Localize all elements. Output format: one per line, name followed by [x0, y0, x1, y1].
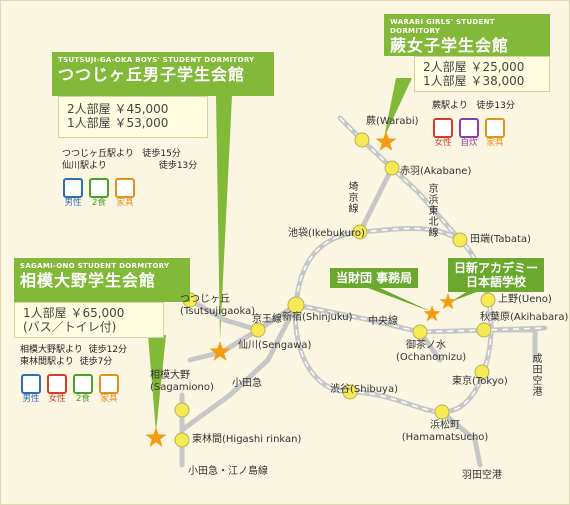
line-label-saikyo: 埼京線 [348, 182, 359, 215]
station-ikebukuro [352, 224, 368, 240]
female-icon: 女性 [432, 118, 454, 149]
line-label-odakyu-enoshima: 小田急・江ノ島線 [188, 466, 268, 477]
dorm-rooms-sagamiono: 1人部屋 ￥65,000 (バス／トイレ付) [14, 302, 164, 338]
station-label-ueno: 上野(Ueno) [498, 294, 552, 305]
airport-label-haneda: 羽田空港 [462, 470, 502, 481]
station-shinjuku [287, 296, 305, 314]
station-higashirinkan [174, 432, 190, 448]
amenity-icons-sagamiono: 男性 女性 2食 家具 [20, 374, 120, 405]
room-price: 1人部屋 ￥65,000 [23, 306, 125, 320]
meal-icon: 2食 [88, 178, 110, 209]
location-stars [145, 131, 457, 447]
line-label-keio: 京王線 [252, 314, 282, 325]
stations [174, 132, 496, 448]
dorm-rooms-tsutsujigaoka: 2人部屋 ￥45,000 1人部屋 ￥53,000 [58, 96, 208, 138]
access-warabi: 蕨駅より 徒歩13分 [432, 101, 515, 111]
station-label-tsutsujigaoka: つつじヶ丘(Tsutsujigaoka) [180, 294, 256, 317]
room-price: 1人部屋 ￥38,000 [423, 74, 525, 88]
station-akihabara [476, 322, 492, 338]
station-shibuya [342, 384, 358, 400]
female-icon: 女性 [46, 374, 68, 405]
meal-icon: 2食 [72, 374, 94, 405]
line-label-keihin: 京浜東北線 [428, 184, 439, 239]
room-price: (バス／トイレ付) [23, 320, 117, 334]
station-tabata [452, 232, 468, 248]
school-label: 日新アカデミー 日本語学校 [448, 258, 545, 292]
furniture-icon: 家具 [114, 178, 136, 209]
station-sengawa [250, 322, 266, 338]
line-haneda [439, 409, 483, 468]
station-warabi [354, 132, 370, 148]
station-label-tabata: 田端(Tabata) [470, 234, 531, 245]
callout-pointer-office [368, 288, 432, 312]
station-sagamiono [174, 402, 190, 418]
dorm-en-name-tsutsujigaoka: TSUTSUJI-GA-OKA BOYS' STUDENT DORMITORY [58, 56, 255, 64]
line-label-chuo: 中央線 [368, 316, 398, 327]
station-label-shinjuku: 新宿(Shinjuku) [282, 312, 353, 323]
station-label-ikebukuro: 池袋(Ikebukuro) [288, 228, 365, 239]
callout-pointer-tsutsujigaoka [216, 96, 232, 340]
callout-pointer-warabi [384, 78, 412, 138]
amenity-icons-warabi: 女性 自炊 家具 [432, 118, 506, 149]
star-tsutsujigaoka-dorm-icon [209, 341, 231, 361]
station-ochanomizu [412, 324, 428, 340]
airport-label-narita: 成田空港 [532, 354, 543, 398]
callout-pointer-sagamiono [148, 335, 166, 432]
line-keio [187, 302, 299, 363]
dorm-jp-name-warabi: 蕨女子学生会館 [390, 36, 510, 55]
cooking-icon: 自炊 [458, 118, 480, 149]
office-label: 当財団 事務局 [330, 268, 419, 288]
star-sagamiono-dorm-icon [145, 427, 167, 447]
station-ueno [480, 292, 496, 308]
star-warabi-dorm-icon [375, 131, 397, 151]
room-price: 2人部屋 ￥25,000 [423, 60, 525, 74]
line-saikyo [357, 165, 395, 235]
furniture-icon: 家具 [98, 374, 120, 405]
access-tsutsujigaoka: つつじヶ丘駅より 徒歩15分 仙川駅より徒歩13分 [62, 149, 198, 171]
station-label-akabane: 赤羽(Akabane) [400, 166, 472, 177]
male-icon: 男性 [20, 374, 42, 405]
callout-pointer-school [450, 290, 482, 302]
dorm-en-name-warabi: WARABI GIRLS' STUDENT DORMITORY [390, 18, 495, 35]
station-label-akihabara: 秋葉原(Akihabara) [480, 312, 569, 323]
dorm-rooms-warabi: 2人部屋 ￥25,000 1人部屋 ￥38,000 [414, 56, 550, 92]
station-tokyo [474, 364, 490, 380]
dorm-header-tsutsujigaoka: TSUTSUJI-GA-OKA BOYS' STUDENT DORMITORY … [52, 52, 274, 96]
furniture-icon: 家具 [484, 118, 506, 149]
station-label-hamamatsucho: 浜松町(Hamamatsucho) [401, 420, 489, 443]
room-price: 2人部屋 ￥45,000 [67, 102, 169, 116]
line-keio-branch [187, 297, 261, 333]
amenity-icons-tsutsujigaoka: 男性 2食 家具 [62, 178, 136, 209]
star-school-icon [439, 293, 457, 310]
dorm-jp-name-sagamiono: 相模大野学生会館 [20, 271, 157, 290]
room-price: 1人部屋 ￥53,000 [67, 116, 169, 130]
dorm-header-sagamiono: SAGAMI-ONO STUDENT DORMITORY 相模大野学生会館 [14, 258, 190, 302]
station-label-higashirinkan: 東林間(Higashi rinkan) [192, 434, 302, 445]
station-label-sagamiono: 相模大野(Sagamiono) [150, 370, 214, 393]
station-akabane [384, 160, 400, 176]
access-sagamiono: 相模大野駅より 徒歩12分 東林間駅より 徒歩7分 [20, 345, 128, 367]
station-label-shibuya: 渋谷(Shibuya) [330, 384, 398, 395]
dorm-jp-name-tsutsujigaoka: つつじヶ丘男子学生会館 [58, 65, 246, 84]
station-label-ochanomizu: 御茶ノ水(Ochanomizu) [396, 340, 467, 363]
dorm-en-name-sagamiono: SAGAMI-ONO STUDENT DORMITORY [20, 262, 170, 270]
station-label-tokyo: 東京(Tokyo) [452, 376, 508, 387]
station-label-warabi: 蕨(Warabi) [366, 116, 419, 127]
station-hamamatsucho [434, 404, 450, 420]
male-icon: 男性 [62, 178, 84, 209]
star-office-icon [423, 305, 441, 322]
station-label-sengawa: 仙川(Sengawa) [238, 340, 312, 351]
dorm-header-warabi: WARABI GIRLS' STUDENT DORMITORY 蕨女子学生会館 [384, 14, 550, 56]
line-label-odakyu: 小田急 [232, 378, 262, 389]
